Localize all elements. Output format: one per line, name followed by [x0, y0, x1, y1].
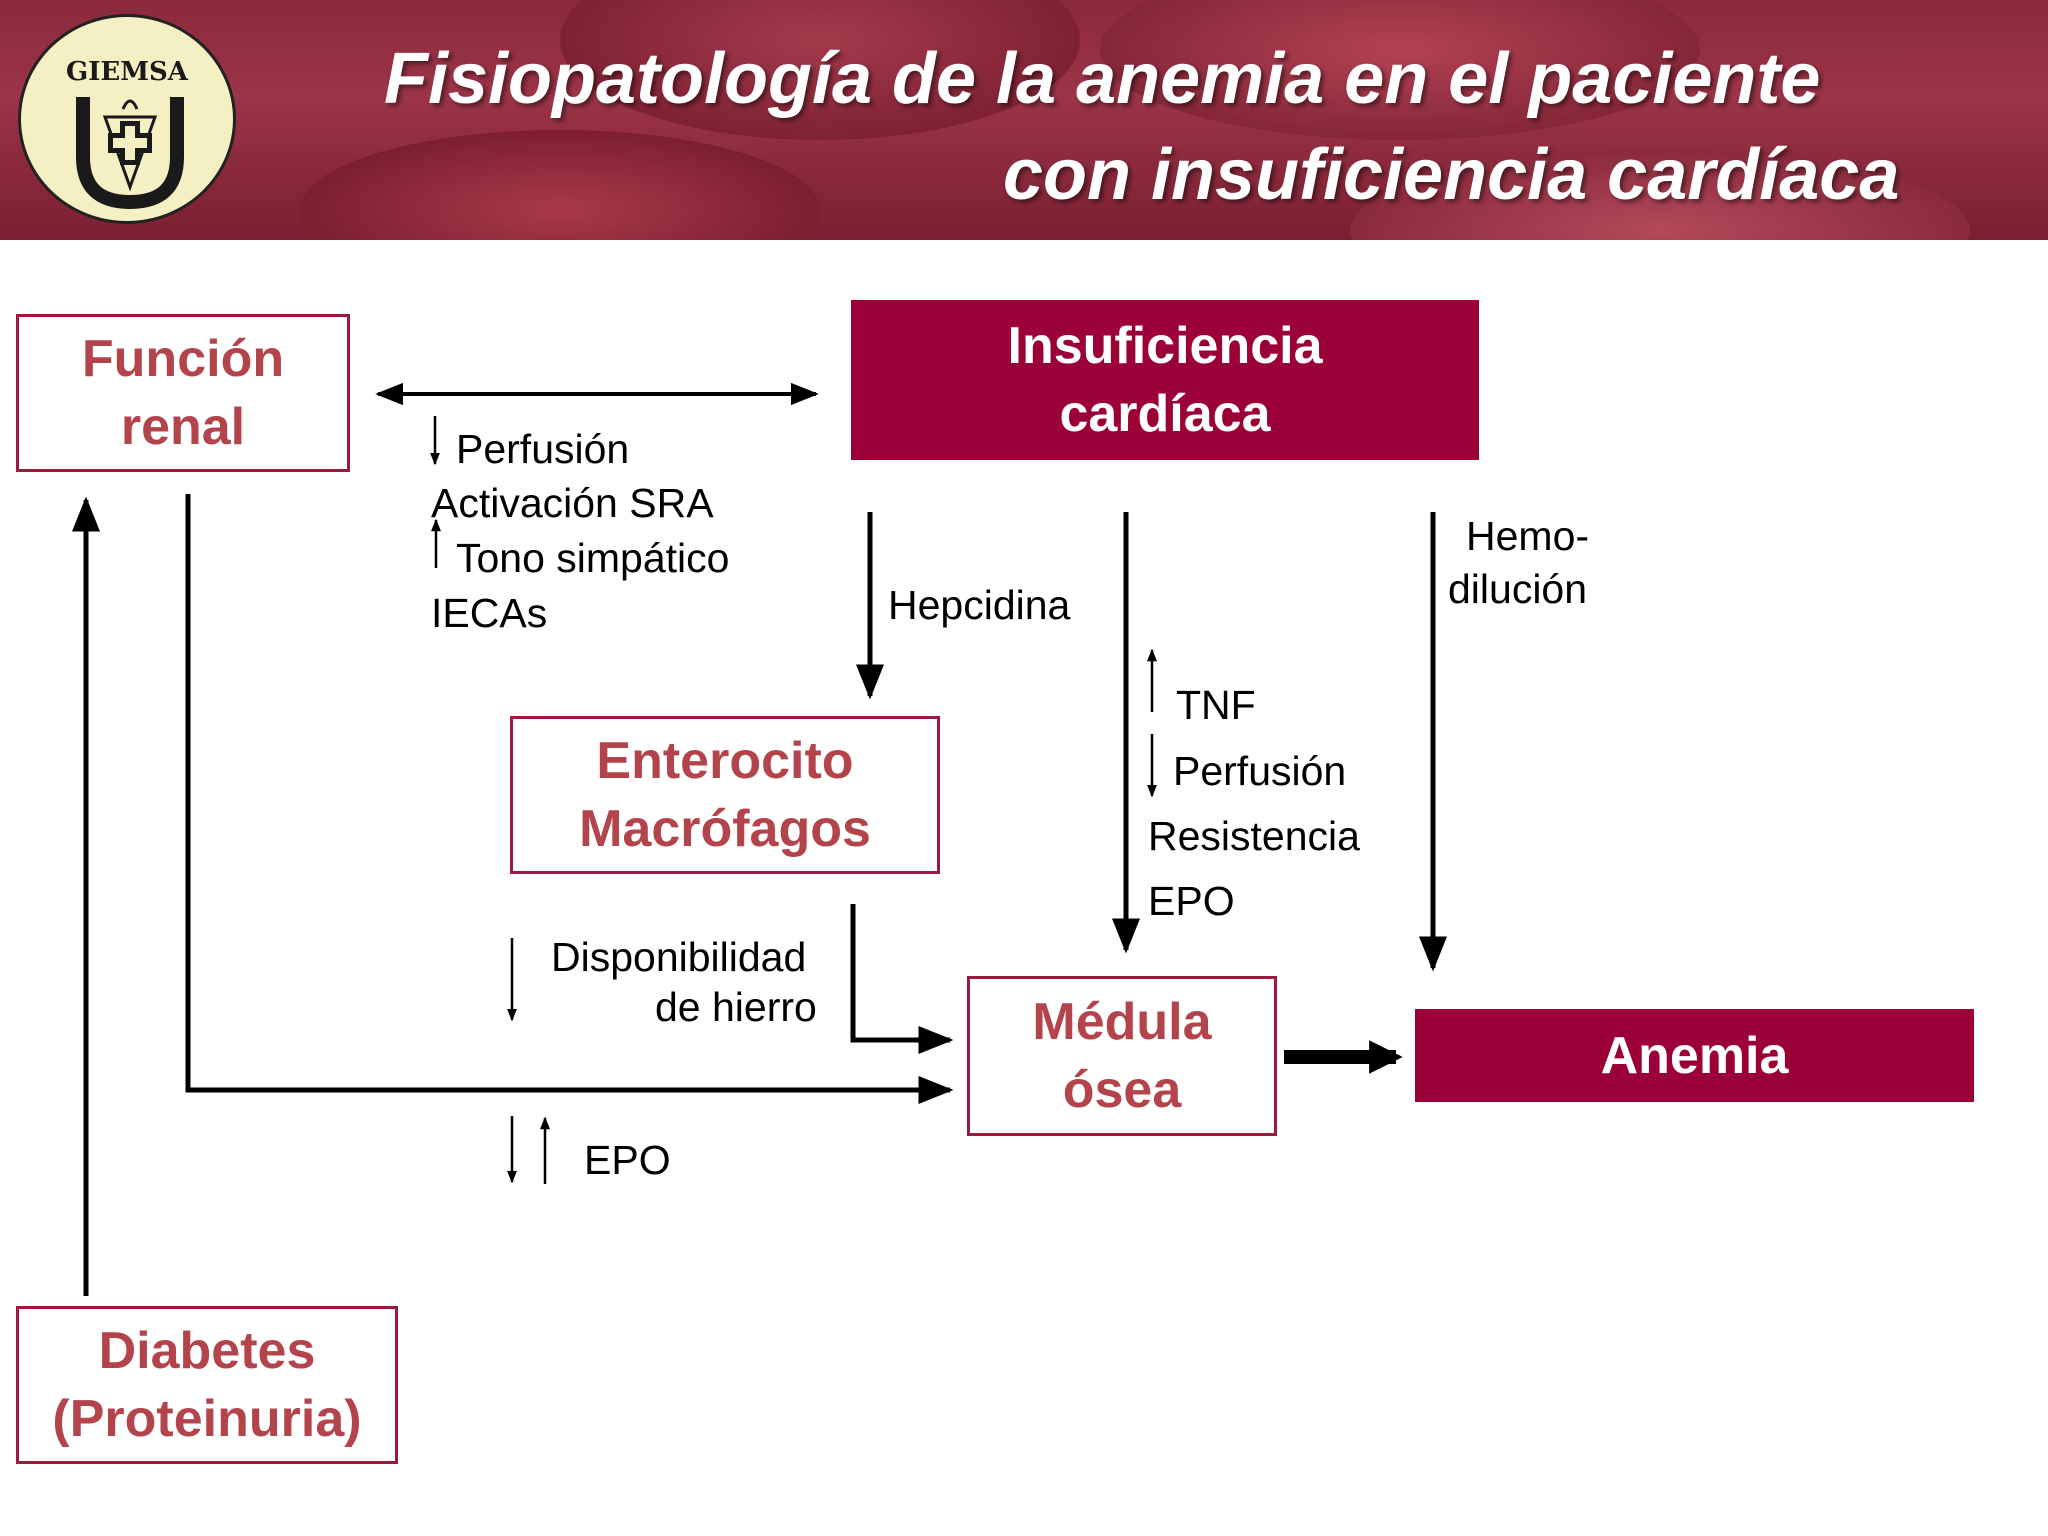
funcion-renal-box: Función renal [16, 314, 350, 472]
header-banner: GIEMSA Fisiopatología de la anemia en el… [0, 0, 2048, 240]
red-cell-decoration [1100, 0, 1700, 140]
insuficiencia-line1: Insuficiencia [1007, 317, 1323, 375]
enterocito-macrofagos-box: Enterocito Macrófagos [510, 716, 940, 874]
label-tono-simpatico: Tono simpático [456, 535, 730, 581]
label-tnf: TNF [1176, 682, 1256, 728]
insuficiencia-line2: cardíaca [1059, 385, 1271, 443]
medula-line2: ósea [1062, 1061, 1182, 1119]
medula-osea-box: Médula ósea [967, 976, 1277, 1136]
logo-text: GIEMSA [66, 57, 188, 87]
title-line-2: con insuficiencia cardíaca [1003, 135, 1900, 215]
diabetes-box: Diabetes (Proteinuria) [16, 1306, 398, 1464]
insuficiencia-cardiaca-box: Insuficiencia cardíaca [851, 300, 1479, 460]
label-iecas: IECAs [431, 590, 548, 636]
label-epo: EPO [584, 1137, 671, 1183]
anemia-box: Anemia [1415, 1009, 1974, 1102]
hierro-arrow [850, 904, 954, 1054]
label-perfusion: Perfusión [456, 426, 630, 472]
label-epo-medula: EPO [1148, 878, 1235, 924]
title-line-1: Fisiopatología de la anemia en el pacien… [384, 39, 1821, 119]
label-activacion-sra: Activación SRA [431, 480, 714, 526]
funcion-renal-line2: renal [120, 398, 246, 456]
funcion-renal-line1: Función [81, 330, 285, 388]
label-hemo: Hemo- [1466, 513, 1590, 559]
medula-line1: Médula [1032, 993, 1212, 1051]
label-hepcidina: Hepcidina [888, 582, 1071, 628]
label-disponibilidad: Disponibilidad [551, 934, 807, 980]
label-de-hierro: de hierro [655, 984, 817, 1030]
shield-cross-icon [76, 97, 184, 210]
renal-medula-arrow [185, 494, 954, 1104]
diabetes-line1: Diabetes [98, 1322, 316, 1380]
enterocito-line1: Enterocito [596, 732, 854, 790]
enterocito-line2: Macrófagos [579, 800, 871, 858]
label-perfusion-medula: Perfusión [1173, 748, 1347, 794]
label-resistencia: Resistencia [1148, 813, 1360, 859]
label-dilucion: dilución [1448, 566, 1588, 612]
anemia-label: Anemia [1600, 1026, 1789, 1085]
giemsa-logo: GIEMSA [18, 14, 236, 224]
diabetes-line2: (Proteinuria) [52, 1390, 362, 1448]
